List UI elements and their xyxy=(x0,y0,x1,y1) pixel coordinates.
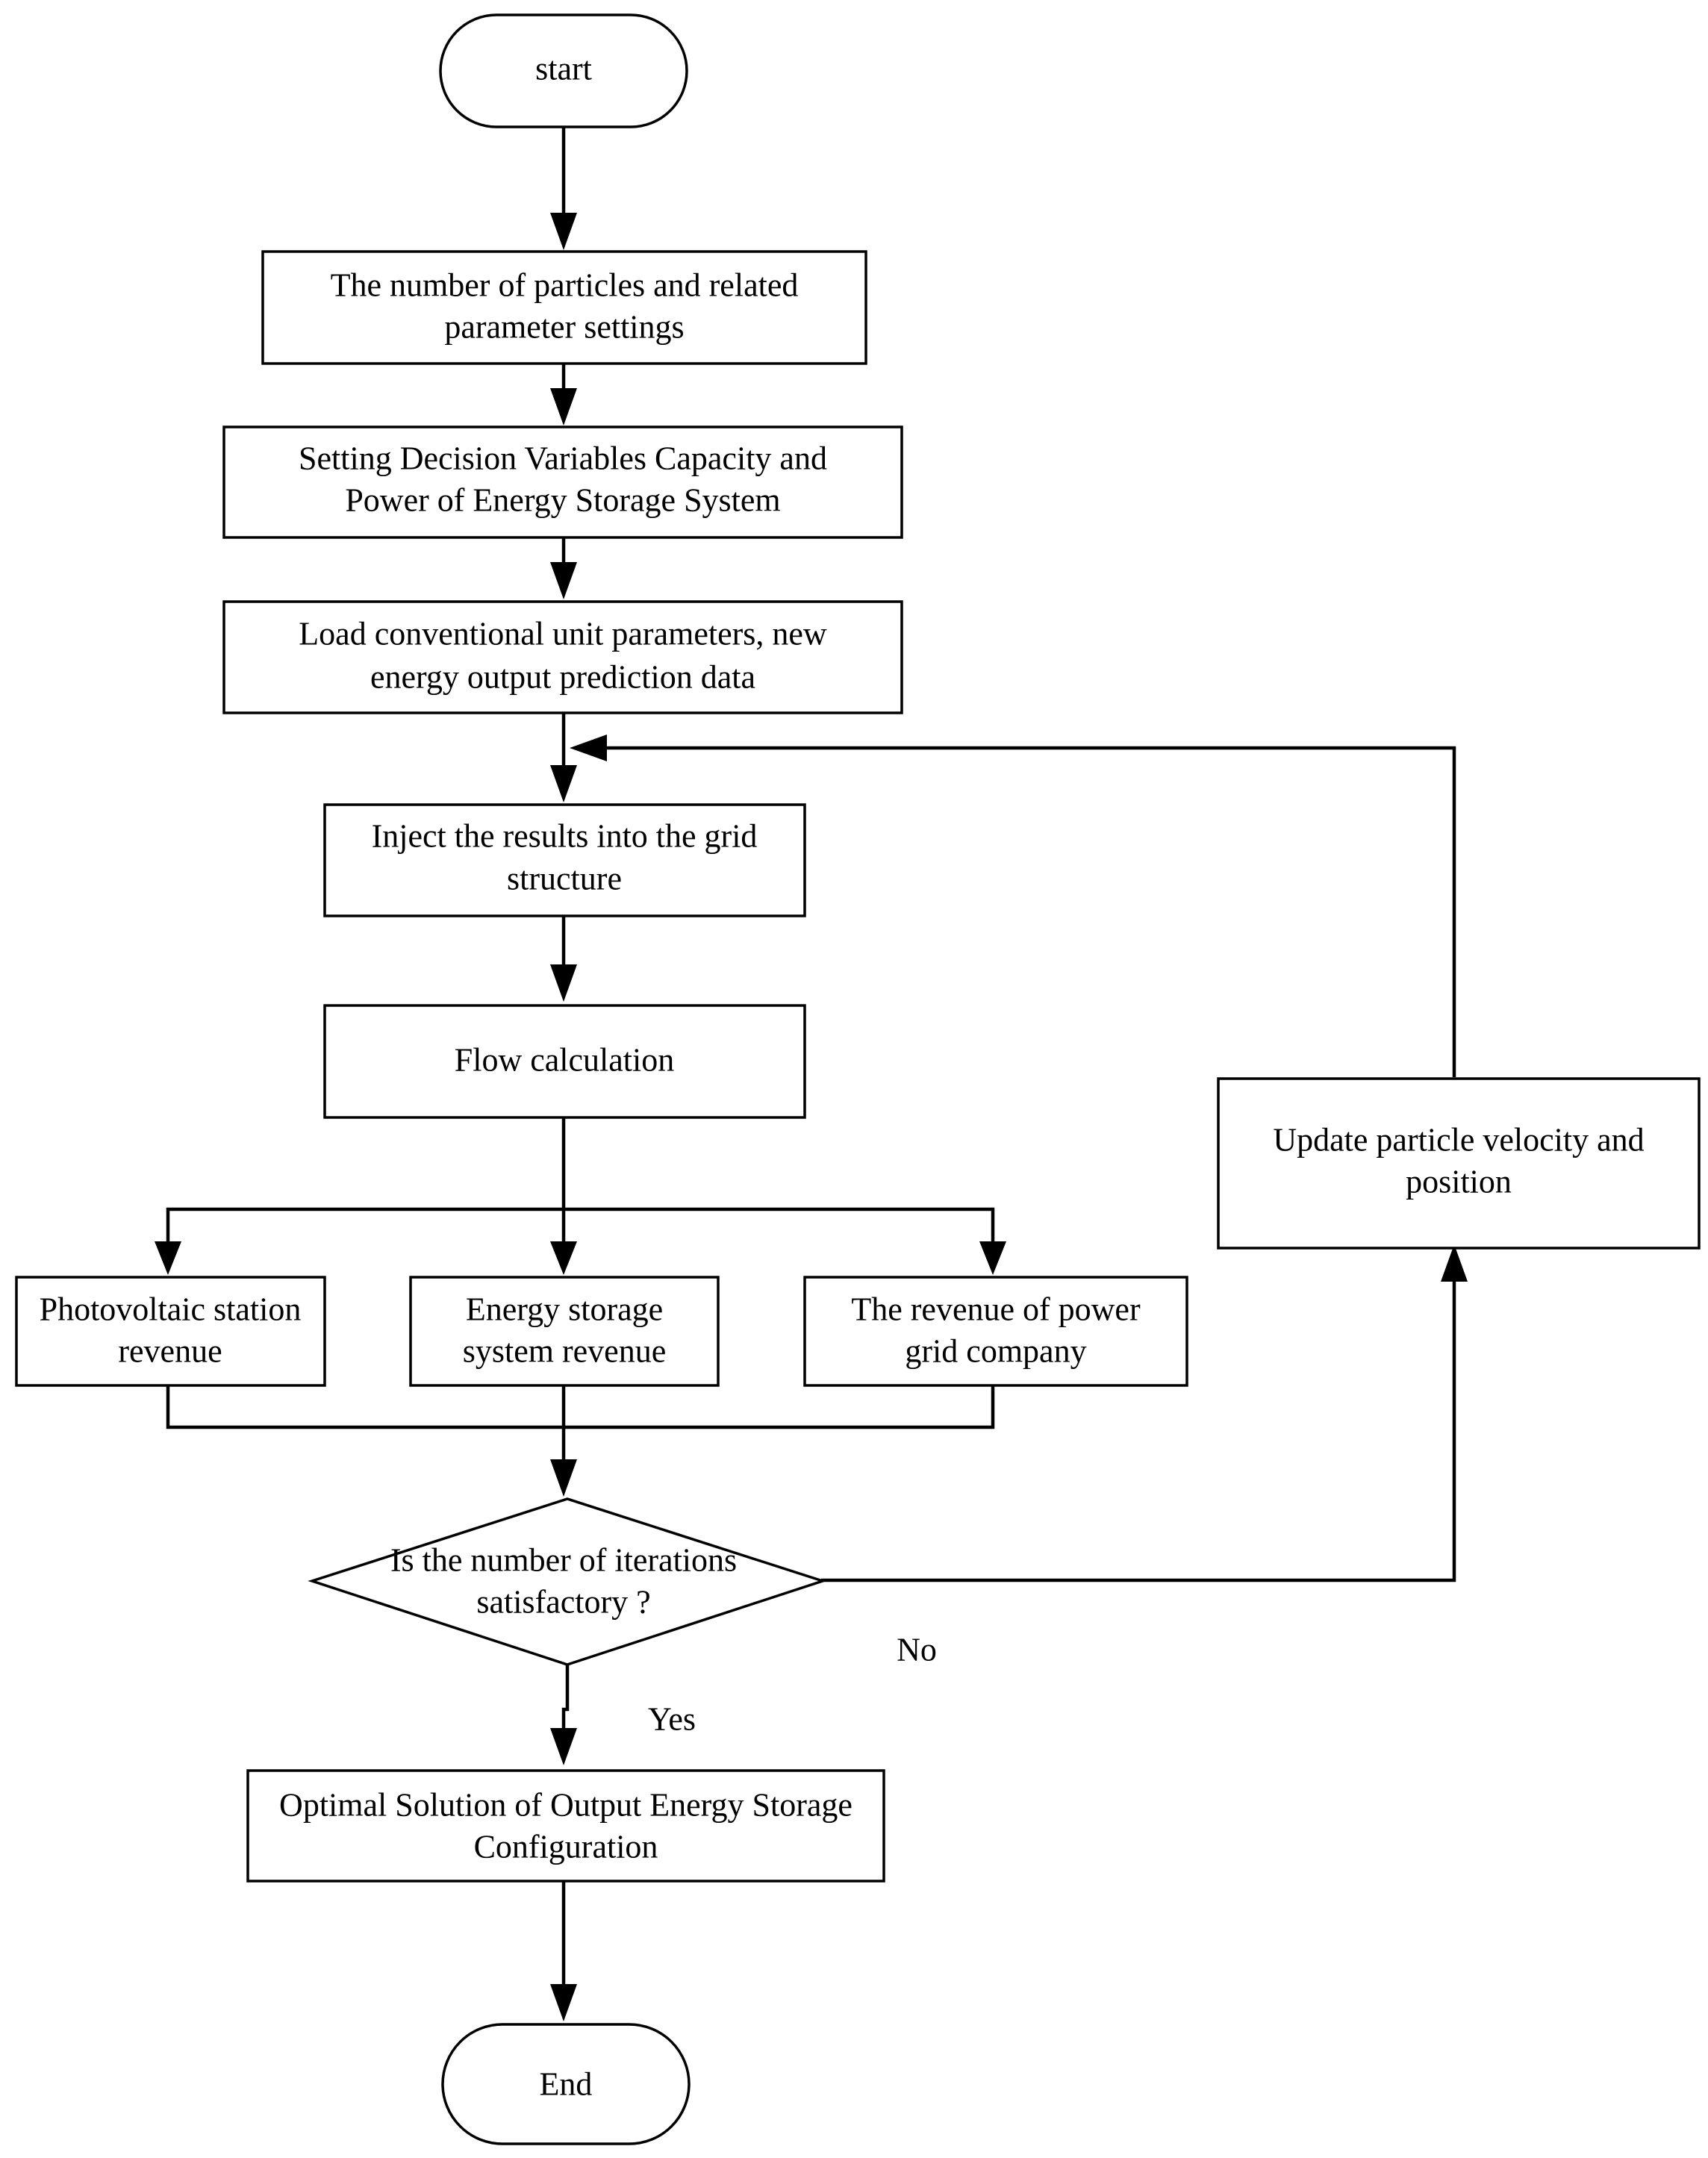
ess-revenue-line1: Energy storage xyxy=(466,1291,663,1328)
edge-merge-bar xyxy=(166,1385,995,1429)
grid-revenue-shape xyxy=(803,1276,1188,1387)
pv-revenue-shape xyxy=(15,1276,326,1387)
load-parameters-box: Load conventional unit parameters, new e… xyxy=(222,600,903,714)
ess-revenue-shape xyxy=(409,1276,720,1387)
arrowhead xyxy=(979,1241,1006,1275)
yes-label: Yes xyxy=(648,1701,696,1738)
load-parameters-shape xyxy=(222,600,903,714)
pv-revenue-line1: Photovoltaic station xyxy=(40,1291,302,1328)
load-parameters-line1: Load conventional unit parameters, new xyxy=(299,616,827,652)
end-terminal: End xyxy=(441,2023,691,2145)
connectors xyxy=(155,127,1468,2021)
arrowhead xyxy=(570,735,607,761)
edge-decision-yes xyxy=(561,1665,570,1732)
inject-results-line1: Inject the results into the grid xyxy=(372,818,758,855)
inject-results-box: Inject the results into the grid structu… xyxy=(323,803,806,917)
flow-calculation-label: Flow calculation xyxy=(455,1042,675,1079)
start-label: start xyxy=(535,51,592,87)
update-particles-shape xyxy=(1217,1077,1701,1250)
decision-line2: satisfactory ? xyxy=(476,1584,650,1621)
load-parameters-line2: energy output prediction data xyxy=(370,659,755,696)
inject-results-line2: structure xyxy=(507,861,622,897)
arrowhead xyxy=(550,213,577,250)
decision-variables-box: Setting Decision Variables Capacity and … xyxy=(222,425,903,539)
decision-variables-line2: Power of Energy Storage System xyxy=(345,482,780,519)
ess-revenue-line2: system revenue xyxy=(463,1333,666,1370)
optimal-solution-box: Optimal Solution of Output Energy Storag… xyxy=(246,1769,885,1883)
ess-revenue-box: Energy storage system revenue xyxy=(409,1276,720,1387)
flow-calculation-shape xyxy=(323,1004,806,1119)
particles-settings-line2: parameter settings xyxy=(444,309,684,346)
optimal-solution-line1: Optimal Solution of Output Energy Storag… xyxy=(279,1787,853,1824)
edge-decision-no xyxy=(821,1278,1456,1582)
arrowhead xyxy=(155,1241,181,1275)
no-label: No xyxy=(897,1632,937,1668)
end-shape xyxy=(441,2023,691,2145)
start-shape xyxy=(439,13,688,128)
optimal-solution-line2: Configuration xyxy=(474,1829,658,1865)
arrowhead xyxy=(550,388,577,425)
optimal-solution-shape xyxy=(246,1769,885,1883)
update-particles-box: Update particle velocity and position xyxy=(1217,1077,1701,1250)
flow-calculation-box: Flow calculation xyxy=(323,1004,806,1119)
iterations-decision: Is the number of iterations satisfactory… xyxy=(308,1497,827,1666)
update-particles-line1: Update particle velocity and xyxy=(1273,1122,1644,1158)
particles-settings-line1: The number of particles and related xyxy=(331,267,799,304)
decision-variables-line1: Setting Decision Variables Capacity and xyxy=(299,440,827,477)
decision-line1: Is the number of iterations xyxy=(390,1542,737,1579)
arrowhead xyxy=(550,1241,577,1275)
edge-branch-bar xyxy=(166,1207,995,1245)
arrowhead xyxy=(550,1728,577,1765)
particles-settings-box: The number of particles and related para… xyxy=(261,250,867,365)
inject-results-shape xyxy=(323,803,806,917)
arrowhead xyxy=(1441,1244,1468,1282)
end-label: End xyxy=(540,2066,593,2103)
decision-variables-shape xyxy=(222,425,903,539)
start-terminal: start xyxy=(439,13,688,128)
grid-revenue-line1: The revenue of power xyxy=(851,1291,1141,1328)
arrowhead xyxy=(550,1459,577,1497)
pv-revenue-line2: revenue xyxy=(118,1333,222,1370)
decision-diamond xyxy=(308,1497,827,1666)
grid-revenue-line2: grid company xyxy=(905,1333,1086,1370)
arrowhead xyxy=(550,964,577,1002)
edge-update-loop xyxy=(603,746,1456,1077)
arrowhead xyxy=(550,562,577,599)
arrowhead xyxy=(550,1984,577,2021)
grid-revenue-box: The revenue of power grid company xyxy=(803,1276,1188,1387)
update-particles-line2: position xyxy=(1406,1164,1512,1200)
pv-revenue-box: Photovoltaic station revenue xyxy=(15,1276,326,1387)
particles-settings-shape xyxy=(261,250,867,365)
arrowhead xyxy=(550,765,577,802)
